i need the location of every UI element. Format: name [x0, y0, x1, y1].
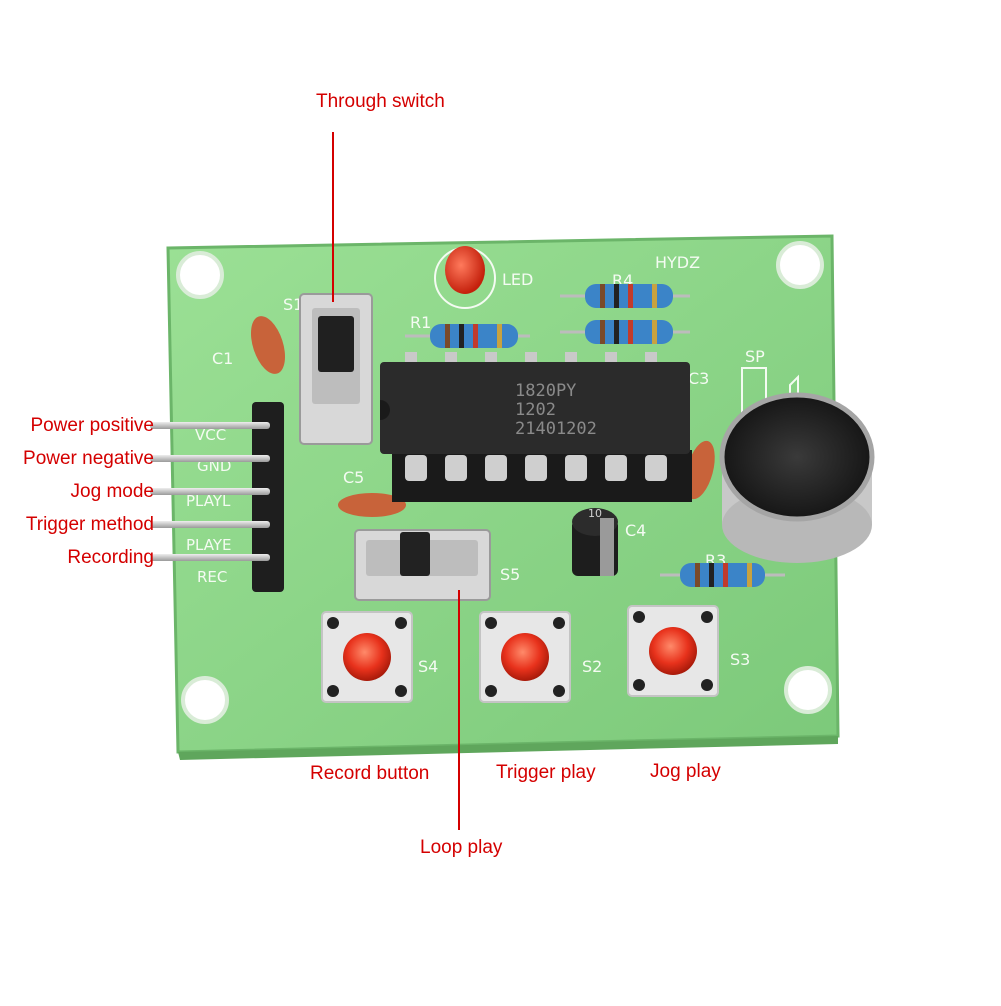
callout-record-button: Record button: [310, 763, 430, 784]
header-pins: [150, 422, 270, 561]
callout-jog-play: Jog play: [650, 761, 721, 782]
silk-s2: S2: [582, 657, 602, 676]
pin-label-rec: REC: [197, 568, 227, 586]
through-switch-s1: [299, 293, 373, 445]
silk-s4: S4: [418, 657, 438, 676]
pin-label-playl: PLAYL: [186, 492, 231, 510]
leader-loop-play: [458, 590, 460, 830]
chip-text-2: 1202: [515, 400, 556, 420]
callout-power-negative: Power negative: [23, 448, 154, 469]
resistor-r2: [560, 320, 690, 344]
cap-c4-mark: 10: [588, 507, 602, 520]
resistor-r3: [660, 563, 785, 587]
microphone: [719, 392, 875, 563]
led: [434, 246, 496, 309]
capacitor-c5: [338, 493, 406, 517]
capacitor-c4: 10: [572, 507, 618, 576]
silk-s5: S5: [500, 565, 520, 584]
silk-brand: HYDZ: [655, 253, 700, 272]
chip-text-1: 1820PY: [515, 381, 576, 401]
capacitor-c3: [685, 440, 715, 500]
mounting-holes: [176, 241, 832, 724]
button-s2: [479, 611, 571, 703]
ic-chip: 1820PY 1202 21401202: [380, 352, 692, 502]
callout-jog-mode: Jog mode: [70, 481, 154, 502]
pin-label-vcc: VCC: [195, 426, 226, 444]
callout-power-positive: Power positive: [30, 415, 154, 436]
callout-trigger-method: Trigger method: [25, 514, 154, 535]
button-s4: [321, 611, 413, 703]
callout-loop-play: Loop play: [420, 837, 503, 858]
silk-s1: S1: [283, 295, 303, 314]
callout-recording: Recording: [67, 547, 154, 568]
silk-s3: S3: [730, 650, 750, 669]
callout-trigger-play: Trigger play: [496, 762, 596, 783]
silk-led: LED: [502, 270, 533, 289]
capacitor-c1: [250, 316, 286, 374]
slide-switch-s5: [354, 529, 491, 601]
chip-text-3: 21401202: [515, 419, 597, 439]
callout-through-switch: Through switch: [316, 91, 445, 112]
leader-through-switch: [332, 132, 334, 302]
pin-label-playe: PLAYE: [186, 536, 231, 554]
silk-sp: SP: [745, 347, 765, 366]
silk-c4: C4: [625, 521, 646, 540]
pin-header: [252, 402, 284, 592]
silk-r1: R1: [410, 313, 431, 332]
silk-c3: C3: [688, 369, 709, 388]
resistor-r4: [560, 284, 690, 308]
silk-c1: C1: [212, 349, 233, 368]
silk-c5: C5: [343, 468, 364, 487]
resistor-r1: [405, 324, 530, 348]
button-s3: [627, 605, 719, 697]
